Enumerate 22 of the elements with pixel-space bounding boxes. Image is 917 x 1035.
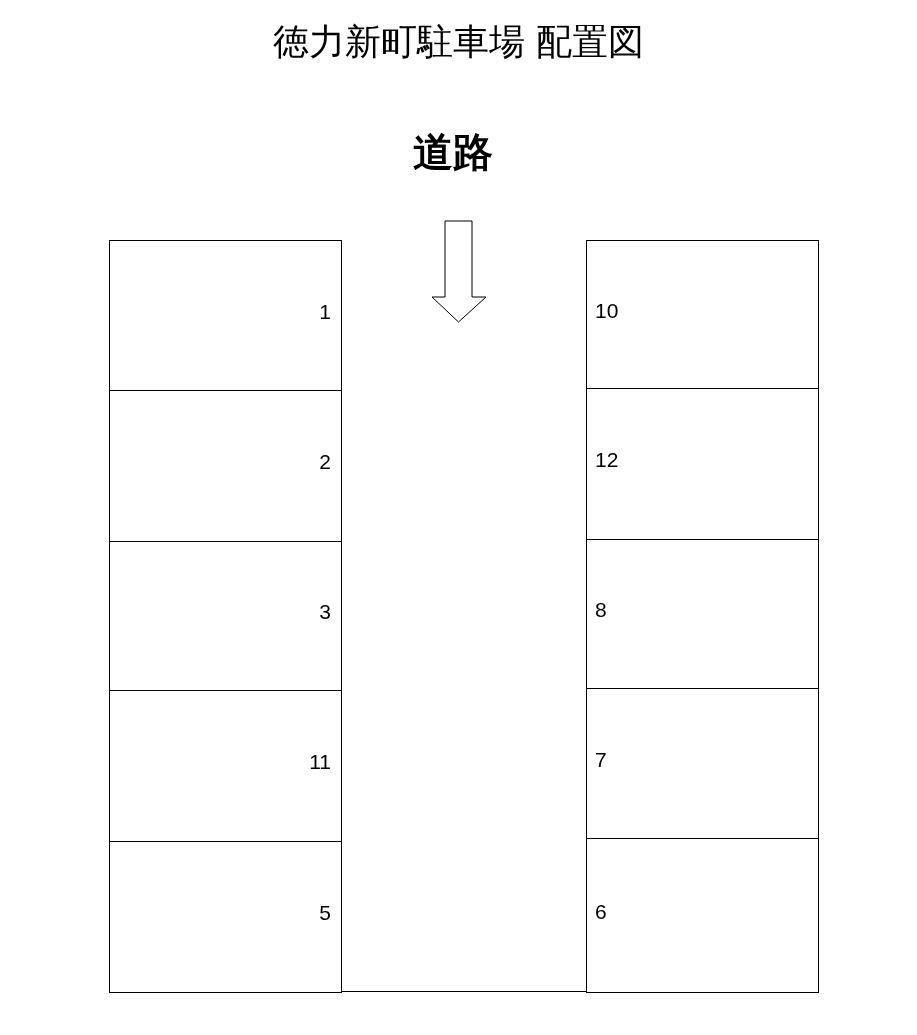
space-number: 8 xyxy=(595,599,607,620)
space-number: 6 xyxy=(595,900,607,922)
space-number: 7 xyxy=(595,748,607,770)
parking-space xyxy=(109,541,342,691)
road-label: 道路 xyxy=(412,128,494,176)
space-number: 12 xyxy=(595,449,619,470)
space-number: 1 xyxy=(319,300,331,322)
space-number: 10 xyxy=(595,299,619,321)
parking-space xyxy=(586,539,819,689)
parking-space xyxy=(109,841,342,993)
space-number: 11 xyxy=(309,751,331,772)
space-number: 2 xyxy=(319,451,331,472)
parking-space xyxy=(586,838,819,993)
title: 徳力新町駐車場 配置図 xyxy=(271,20,646,64)
space-number: 3 xyxy=(319,601,331,622)
parking-space xyxy=(109,690,342,842)
parking-space xyxy=(586,688,819,839)
space-number: 5 xyxy=(319,902,331,923)
parking-space xyxy=(109,390,342,542)
parking-space xyxy=(586,388,819,540)
parking-space xyxy=(109,240,342,391)
parking-space xyxy=(586,240,819,389)
